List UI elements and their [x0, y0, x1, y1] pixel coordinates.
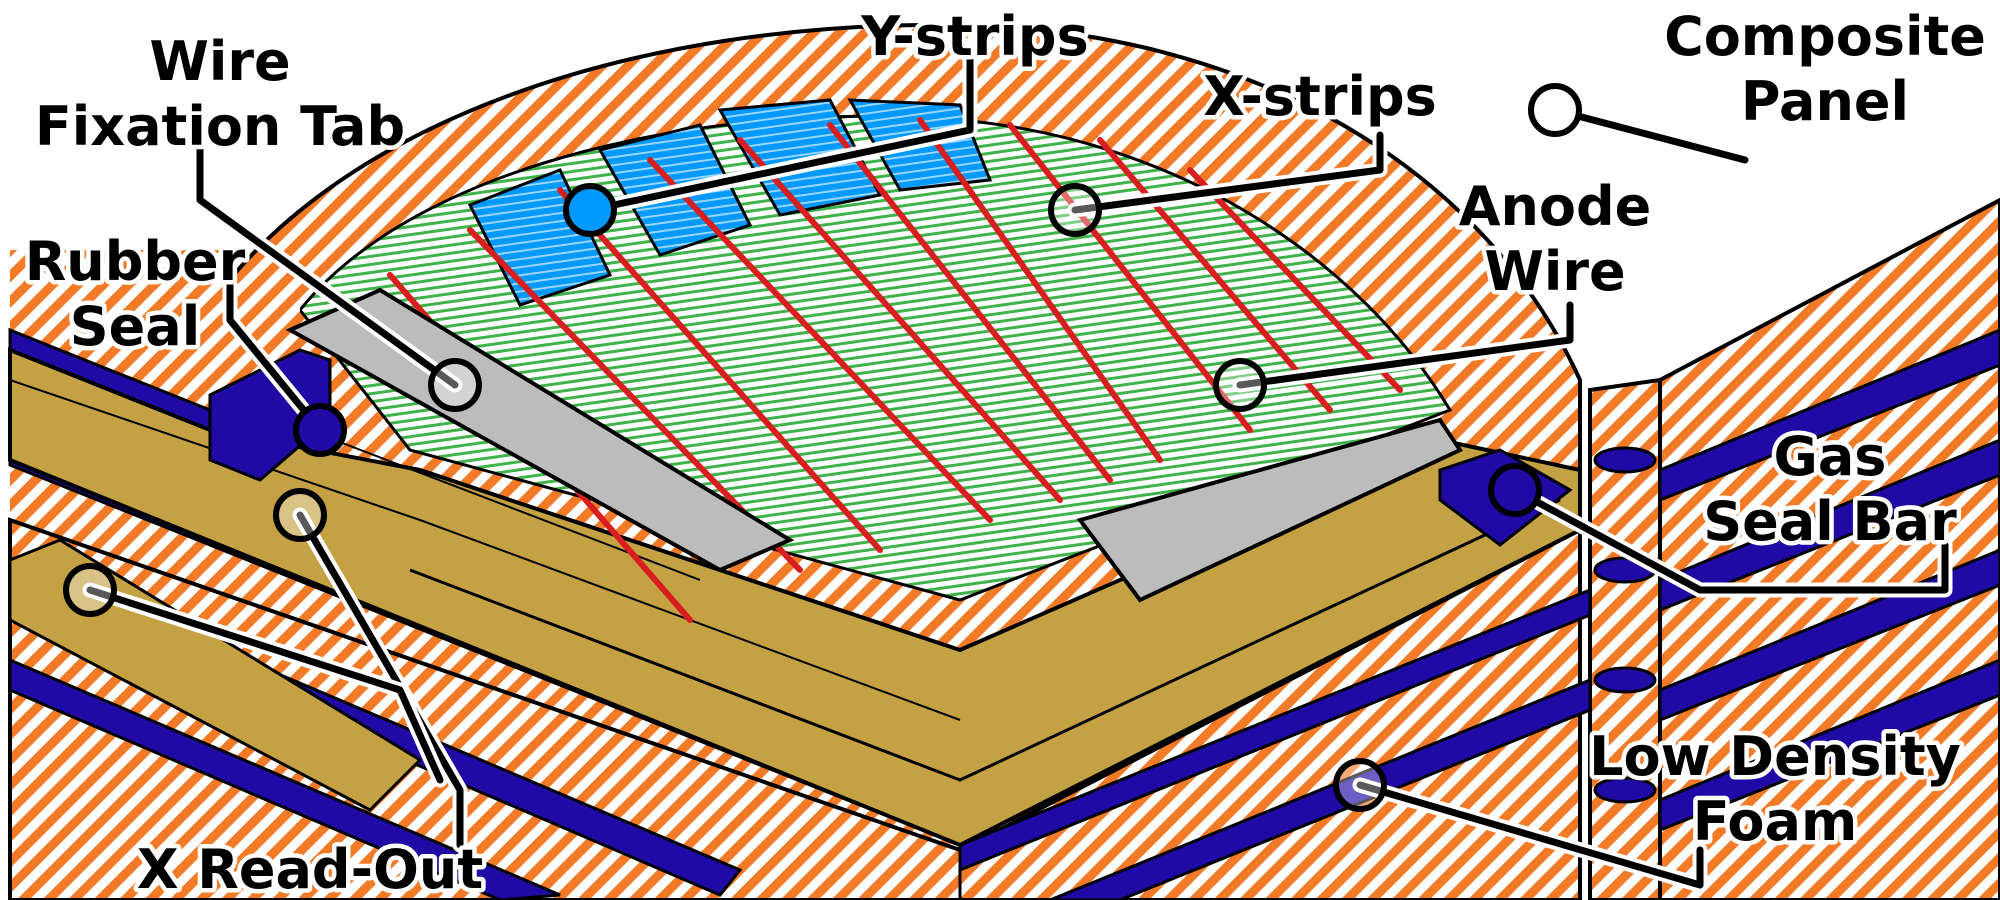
callout-markers: [63, 83, 1582, 812]
label-rubber-seal-line1: Rubber: [25, 230, 246, 293]
leader-lines: [82, 52, 1953, 893]
marker-composite-panel: [1528, 83, 1582, 137]
marker-gas-seal-bar: [1488, 463, 1542, 517]
marker-low-density-foam: [1333, 758, 1387, 812]
label-anode-wire-line1: Anode: [1459, 175, 1652, 238]
label-wire-fixation-tab-line2: Fixation Tab: [35, 95, 405, 158]
marker-x-strips: [1048, 183, 1102, 237]
marker-y-strips: [563, 183, 617, 237]
marker-wire-fixation-tab: [428, 358, 482, 412]
label-low-density-foam-line1: Low Density: [1589, 725, 1961, 788]
marker-rubber-seal: [293, 403, 347, 457]
label-anode-wire-line2: Wire: [1484, 240, 1625, 303]
label-composite-panel-line2: Panel: [1741, 70, 1909, 133]
label-x-strips: X-strips: [1203, 65, 1437, 128]
wire-fixation-tab-right: [1076, 417, 1463, 603]
label-rubber-seal-line2: Seal: [70, 295, 200, 358]
label-gas-seal-bar-line2: Seal Bar: [1703, 490, 1957, 553]
label-low-density-foam-line2: Foam: [1693, 790, 1858, 853]
marker-anode-wire: [1213, 358, 1267, 412]
label-y-strips: Y-strips: [860, 5, 1088, 68]
label-x-readout: X Read-Out: [137, 838, 483, 900]
marker-x-readout-b: [63, 563, 117, 617]
label-wire-fixation-tab-line1: Wire: [149, 30, 290, 93]
marker-x-readout-a: [273, 488, 327, 542]
label-composite-panel-line1: Composite: [1664, 5, 1986, 68]
labels: Y-strips X-strips Composite Panel Wire F…: [20, 1, 1990, 900]
label-gas-seal-bar-line1: Gas: [1774, 425, 1887, 488]
